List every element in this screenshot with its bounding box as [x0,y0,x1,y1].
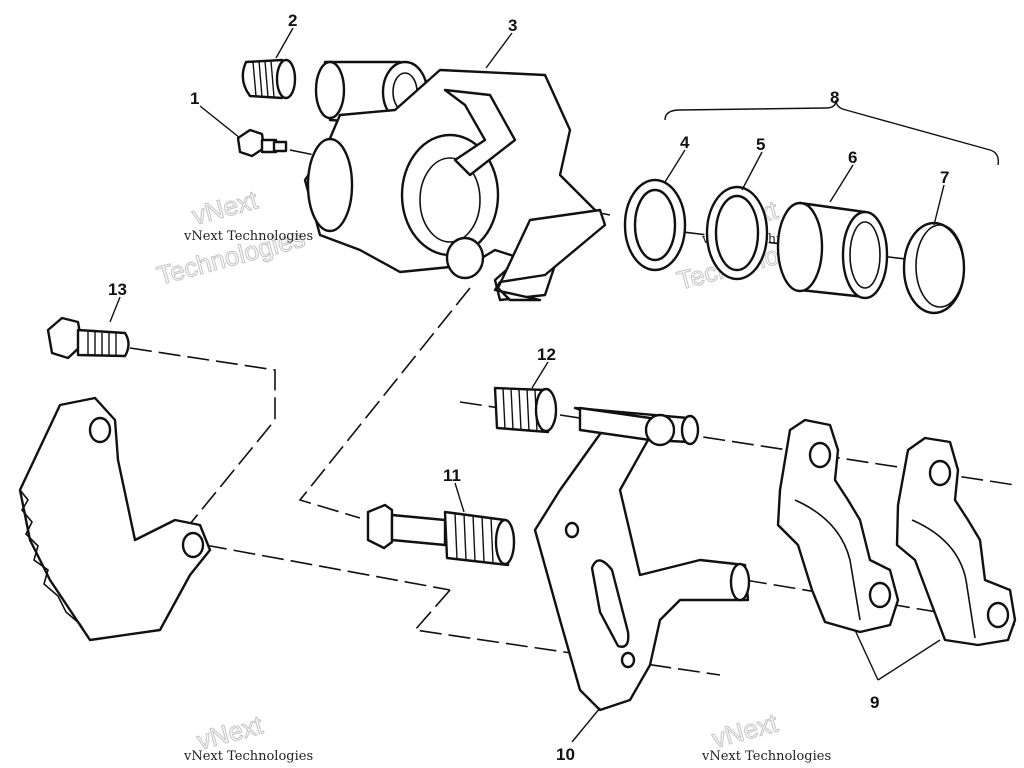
part-13-bolt [46,316,130,360]
svg-text:vNext: vNext [709,707,782,753]
part-12-spring [493,386,558,434]
callout-11: 11 [443,466,461,485]
callout-3: 3 [508,16,517,35]
part-11-pin [366,503,516,567]
svg-text:vNext Technologies: vNext Technologies [701,749,831,764]
callout-2: 2 [288,11,297,30]
svg-text:vNext: vNext [189,184,262,230]
svg-text:vNext Technologies: vNext Technologies [183,749,313,764]
callout-1: 1 [190,89,199,108]
callout-7: 7 [940,168,949,187]
callout-labels: 1 2 3 4 5 6 7 8 9 10 11 12 13 [108,11,949,764]
part-10-caliper-bracket [533,406,751,712]
part-5-dust-seal [705,185,769,281]
callout-5: 5 [756,135,765,154]
part-9-brake-pads [776,418,1017,647]
callout-12: 12 [537,345,556,364]
callout-4: 4 [680,133,690,152]
callout-8: 8 [830,88,839,107]
part-2-bleeder-screw [241,58,297,100]
callout-13: 13 [108,280,127,299]
leader-lines [109,27,1000,743]
callout-10: 10 [556,745,575,764]
part-6-piston [776,201,889,300]
mounting-knuckle [18,396,212,642]
callout-9: 9 [870,693,879,712]
svg-text:vNext Technologies: vNext Technologies [183,229,313,244]
part-1-fitting [236,128,288,158]
part-7-cap [902,221,966,315]
callout-6: 6 [848,148,857,167]
part-3-caliper-body [303,60,607,302]
part-4-seal [623,178,687,272]
